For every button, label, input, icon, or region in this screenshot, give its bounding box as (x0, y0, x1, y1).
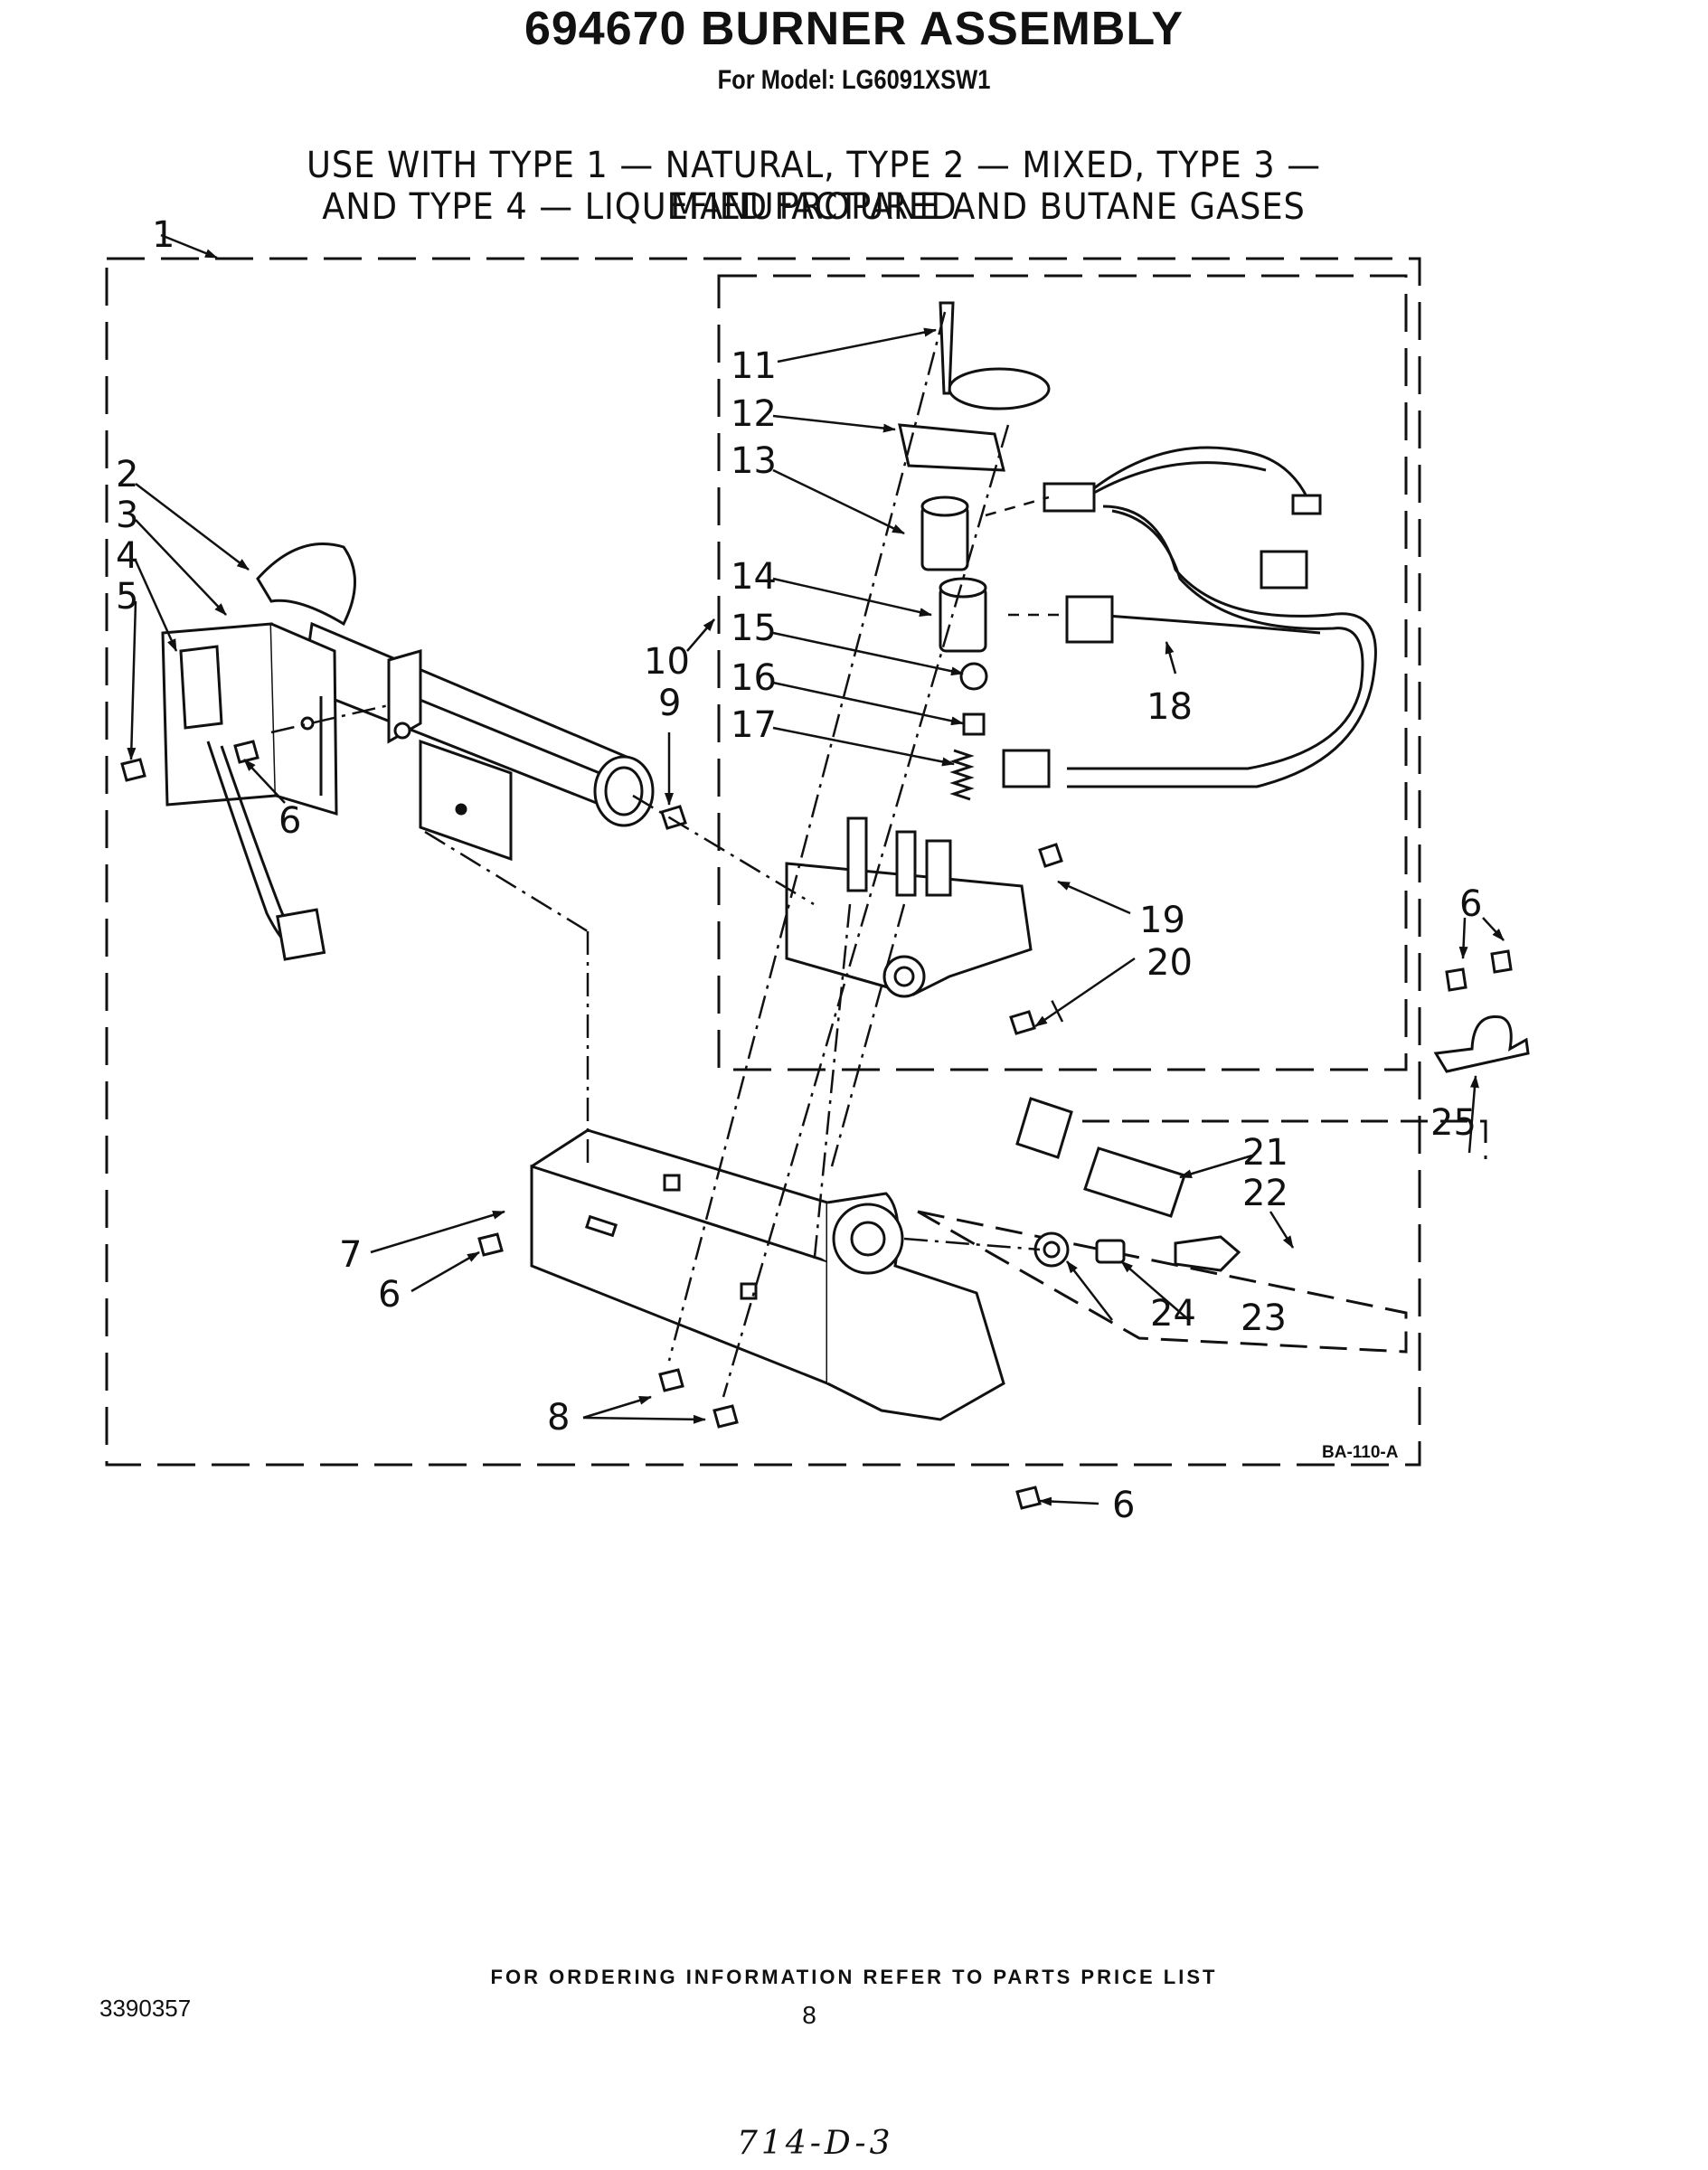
callout-11: 11 (731, 345, 777, 387)
callout-6-clamp: 6 (1459, 883, 1483, 925)
callout-12: 12 (731, 393, 777, 435)
heat-shield-icon (419, 739, 513, 862)
callout-5: 5 (116, 576, 139, 618)
page-title: 694670 BURNER ASSEMBLY (524, 3, 1184, 55)
callout-10: 10 (644, 641, 690, 683)
gas-type-usage-line-1: USE WITH TYPE 1 — NATURAL, TYPE 2 — MIXE… (307, 145, 1321, 228)
burner-tube-icon (256, 542, 655, 827)
callout-22: 22 (1242, 1173, 1288, 1214)
callout-8: 8 (547, 1397, 571, 1439)
callout-25: 25 (1430, 1102, 1477, 1144)
page-number: 8 (802, 2001, 816, 2029)
callout-14: 14 (731, 556, 777, 598)
callout-19: 19 (1139, 900, 1185, 941)
callout-24: 24 (1150, 1293, 1196, 1335)
callout-4: 4 (116, 535, 139, 577)
pipe-clamp-icon (1433, 1014, 1530, 1073)
gas-type-usage-line-2: AND TYPE 4 — LIQUEFIED PROPANE AND BUTAN… (322, 186, 1306, 228)
callout-6-bottom: 6 (1112, 1485, 1136, 1526)
callout-15: 15 (731, 608, 777, 649)
drawing-code: BA-110-A (1322, 1443, 1399, 1462)
handwritten-note: 714-D-3 (737, 2125, 894, 2162)
screw-icon (120, 740, 1513, 1510)
model-subtitle: For Model: LG6091XSW1 (717, 65, 991, 95)
outer-assembly-boundary (105, 257, 1421, 1467)
pipe-nipple-icon (1015, 1097, 1186, 1218)
orifice-fittings-icon (1033, 1231, 1241, 1272)
callout-16: 16 (731, 657, 777, 699)
callout-3: 3 (116, 495, 139, 536)
callout-6-igniter: 6 (278, 800, 302, 842)
callout-18: 18 (1147, 686, 1193, 728)
document-number: 3390357 (99, 1995, 192, 2022)
callout-21: 21 (1242, 1132, 1288, 1174)
valve-assembly-boundary (717, 274, 1408, 1071)
mounting-bracket-icon (530, 1128, 1005, 1421)
callout-1: 1 (152, 214, 175, 256)
gas-valve-icon (785, 301, 1051, 998)
callout-23: 23 (1241, 1297, 1287, 1339)
ordering-note: FOR ORDERING INFORMATION REFER TO PARTS … (490, 1966, 1218, 1988)
callout-6-bracket: 6 (378, 1274, 401, 1316)
callout-9: 9 (658, 683, 682, 724)
callout-7: 7 (339, 1234, 363, 1276)
callout-13: 13 (731, 440, 777, 482)
callout-17: 17 (731, 704, 777, 746)
igniter-bracket-icon (161, 622, 338, 816)
callout-20: 20 (1147, 942, 1193, 984)
callout-2: 2 (116, 454, 139, 495)
wire-harness-icon (1002, 446, 1377, 788)
